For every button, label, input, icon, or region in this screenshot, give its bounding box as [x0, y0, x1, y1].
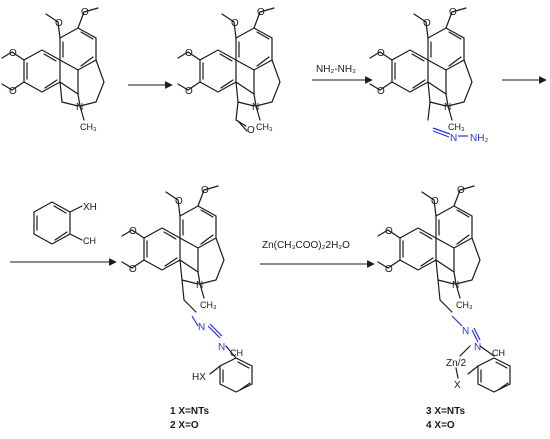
- atom-o-2: O: [201, 185, 209, 196]
- atom-o-1: O: [55, 18, 63, 29]
- atom-hydrazone-n: N: [450, 133, 457, 144]
- atom-n: N: [76, 102, 83, 113]
- atom-ch3: CH₃: [456, 300, 473, 310]
- atom-n: N: [196, 280, 203, 291]
- atom-o-3: O: [185, 48, 193, 59]
- benzaldehyde-reagent: XH CH: [33, 201, 97, 246]
- atom-o-1: O: [175, 196, 183, 207]
- atom-o-2: O: [449, 7, 457, 18]
- atom-o-3: O: [9, 48, 17, 59]
- atom-xh: XH: [83, 202, 97, 213]
- atom-o-4: O: [385, 264, 393, 275]
- atom-n: N: [452, 280, 459, 291]
- atom-o-4: O: [129, 264, 137, 275]
- atom-o-4: O: [185, 86, 193, 97]
- atom-n-2: N: [218, 342, 225, 353]
- caption-compound-4: 4 X=O: [426, 420, 455, 431]
- atom-o-4: O: [9, 86, 17, 97]
- reagent-zinc: Zn(CH₃COO)₂2H₂O: [262, 240, 350, 251]
- caption-compound-1: 1 X=NTs: [170, 406, 209, 417]
- atom-aldehyde-o: O: [247, 125, 255, 136]
- atom-o-3: O: [129, 226, 137, 237]
- caption-compound-3: 3 X=NTs: [426, 406, 465, 417]
- atom-hx: HX: [192, 372, 206, 383]
- atom-ch3: CH₃: [200, 300, 217, 310]
- atom-ch: CH: [492, 348, 505, 358]
- atom-o-1: O: [423, 18, 431, 29]
- hydrazone-aporphine: O O O O N CH₃ N NH₂: [369, 7, 488, 144]
- atom-n: N: [444, 102, 451, 113]
- atom-x: X: [454, 380, 461, 391]
- atom-o-3: O: [385, 226, 393, 237]
- ligand-1-2: O O O O N CH₃ N N CH HX: [121, 185, 253, 393]
- atom-o-4: O: [377, 86, 385, 97]
- atom-ch3: CH₃: [256, 122, 273, 132]
- atom-n-1: N: [462, 326, 469, 337]
- atom-ch3: CH₃: [80, 122, 97, 132]
- start-aporphine: O O O O N CH₃: [1, 7, 105, 132]
- atom-o-1: O: [231, 18, 239, 29]
- atom-zn: Zn/2: [446, 358, 466, 369]
- atom-nh2: NH₂: [470, 133, 488, 144]
- atom-o-2: O: [81, 7, 89, 18]
- atom-ch: CH: [83, 236, 96, 246]
- atom-n-2: N: [474, 342, 481, 353]
- reagent-hydrazine: NH₂-NH₂: [316, 64, 356, 75]
- atom-o-2: O: [257, 7, 265, 18]
- atom-ch3: CH₃: [448, 122, 465, 132]
- atom-o-1: O: [431, 196, 439, 207]
- atom-ch: CH: [230, 348, 243, 358]
- zinc-complex-3-4: O O O O N CH₃ N N CH Zn/2 X: [377, 185, 511, 393]
- atom-o-3: O: [377, 48, 385, 59]
- aldehyde-aporphine: O O O O N CH₃ O: [177, 7, 281, 136]
- caption-compound-2: 2 X=O: [170, 420, 199, 431]
- atom-o-2: O: [457, 185, 465, 196]
- atom-n: N: [252, 102, 259, 113]
- atom-n-1: N: [198, 322, 205, 333]
